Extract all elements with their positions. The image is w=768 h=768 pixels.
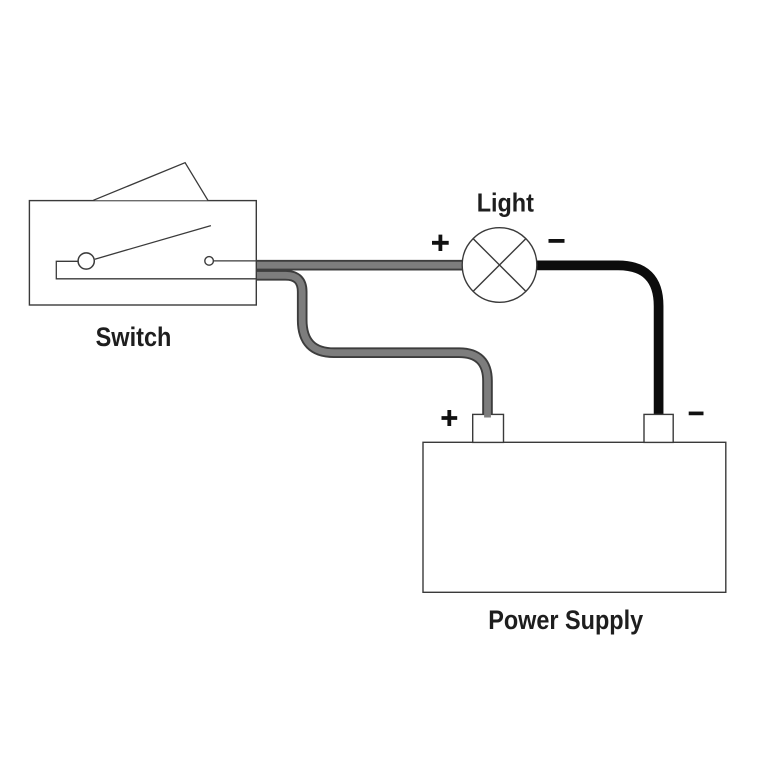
svg-text:Light: Light — [477, 188, 535, 218]
svg-text:Power Supply: Power Supply — [488, 605, 643, 635]
svg-text:Switch: Switch — [96, 322, 172, 352]
